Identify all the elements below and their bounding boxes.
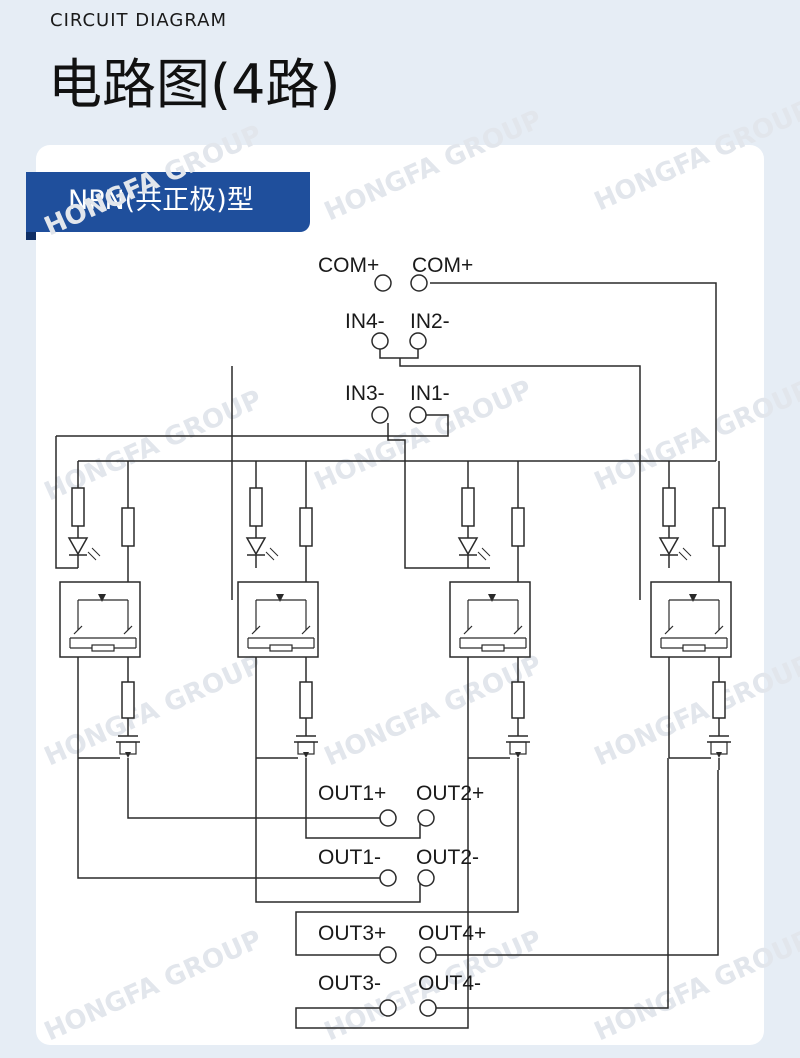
label-in1: IN1- bbox=[410, 382, 450, 405]
label-com-b: COM+ bbox=[412, 254, 473, 277]
page-subtitle: CIRCUIT DIAGRAM bbox=[50, 10, 227, 31]
label-out2p: OUT2+ bbox=[416, 782, 484, 805]
channel-4 bbox=[650, 460, 732, 771]
label-in2: IN2- bbox=[410, 310, 450, 333]
banner-fold bbox=[26, 232, 36, 240]
channel-2 bbox=[237, 460, 319, 771]
label-com-a: COM+ bbox=[318, 254, 379, 277]
type-banner: NPN(共正极)型 bbox=[26, 172, 310, 232]
channel-1 bbox=[59, 460, 141, 771]
label-out4p: OUT4+ bbox=[418, 922, 486, 945]
label-in3: IN3- bbox=[345, 382, 385, 405]
label-in4: IN4- bbox=[345, 310, 385, 333]
page-title: 电路图(4路) bbox=[48, 53, 341, 116]
diagram-card bbox=[36, 145, 764, 1045]
channel-3 bbox=[449, 460, 531, 771]
wiring bbox=[55, 282, 719, 1029]
label-out2n: OUT2- bbox=[416, 846, 479, 869]
label-out1n: OUT1- bbox=[318, 846, 381, 869]
label-out3n: OUT3- bbox=[318, 972, 381, 995]
label-out3p: OUT3+ bbox=[318, 922, 386, 945]
label-out4n: OUT4- bbox=[418, 972, 481, 995]
terminal-circles bbox=[371, 274, 437, 1017]
label-out1p: OUT1+ bbox=[318, 782, 386, 805]
